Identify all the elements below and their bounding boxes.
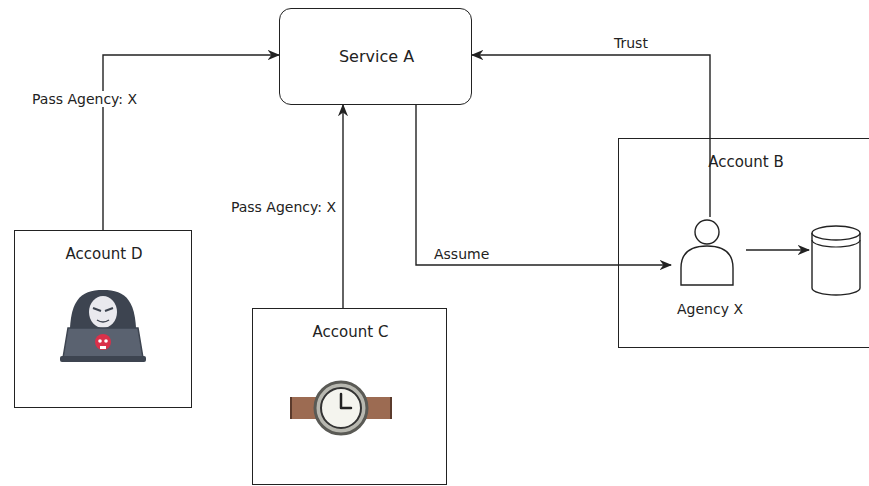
account-box: Account B Agency X: [618, 138, 869, 348]
node-label: Service A: [339, 47, 414, 66]
watch-icon: [291, 382, 391, 434]
service-box: Service A: [279, 8, 472, 105]
edge-label: Assume: [432, 246, 491, 262]
connector-arrow: [416, 105, 671, 265]
node-label: Account C: [313, 323, 389, 341]
node-label: Account B: [708, 153, 784, 171]
person-icon: [681, 220, 733, 285]
node-label: Account D: [66, 245, 143, 263]
connector-arrow: [342, 105, 343, 308]
edge-label: Pass Agency: X: [229, 199, 338, 215]
node-label: Agency X: [677, 301, 743, 317]
agency-role: Agency X: [671, 217, 749, 323]
database-cylinder: [812, 226, 860, 295]
connector-arrow: [472, 55, 710, 217]
access-arrow: [746, 249, 809, 250]
edge-label: Trust: [612, 35, 650, 51]
edge-label: Pass Agency: X: [30, 91, 139, 107]
account-box: Account C: [252, 308, 447, 485]
account-box: Account D: [14, 230, 192, 408]
hacker-icon: [60, 290, 146, 362]
